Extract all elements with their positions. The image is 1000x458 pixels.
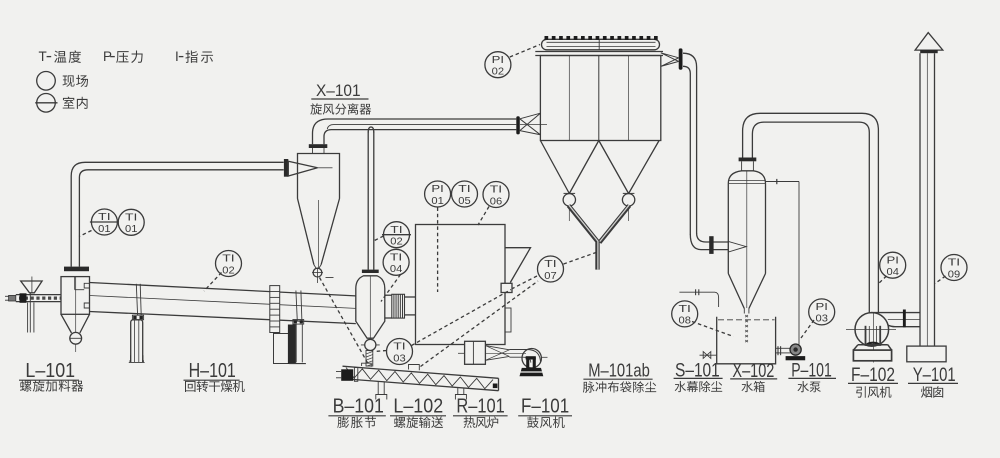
svg-text:S–101: S–101 <box>675 360 720 381</box>
svg-text:08: 08 <box>679 315 692 327</box>
svg-text:PI: PI <box>816 301 828 313</box>
svg-text:06: 06 <box>490 195 503 207</box>
svg-text:03: 03 <box>816 313 829 325</box>
svg-text:L–102: L–102 <box>393 395 443 418</box>
svg-text:I: I <box>175 49 179 64</box>
svg-text:L–101: L–101 <box>25 359 75 382</box>
svg-text:04: 04 <box>390 263 403 275</box>
svg-text:04: 04 <box>887 266 900 278</box>
svg-text:B–101: B–101 <box>333 395 384 418</box>
svg-text:P: P <box>103 49 112 64</box>
svg-text:01: 01 <box>98 223 111 235</box>
svg-text:TI: TI <box>390 252 402 264</box>
svg-text:H–101: H–101 <box>189 359 236 382</box>
svg-text:PI: PI <box>431 183 443 195</box>
svg-text:TI: TI <box>679 303 691 315</box>
svg-text:TI: TI <box>390 224 402 236</box>
svg-text:TI: TI <box>458 183 470 195</box>
svg-text:PI: PI <box>492 54 504 66</box>
svg-text:TI: TI <box>490 184 502 196</box>
svg-text:P–101: P–101 <box>791 360 832 381</box>
svg-text:TI: TI <box>222 253 234 265</box>
svg-text:02: 02 <box>492 66 505 78</box>
svg-text:X–101: X–101 <box>316 81 361 100</box>
svg-text:TI: TI <box>544 258 556 270</box>
svg-text:X–102: X–102 <box>732 361 774 382</box>
svg-text:T: T <box>39 49 47 64</box>
svg-text:02: 02 <box>222 264 235 276</box>
svg-text:01: 01 <box>125 223 138 235</box>
svg-text:02: 02 <box>390 236 403 248</box>
svg-text:M–101ab: M–101ab <box>588 360 650 381</box>
svg-text:TI: TI <box>98 211 110 223</box>
svg-text:PI: PI <box>887 254 899 266</box>
svg-text:01: 01 <box>431 195 444 207</box>
svg-text:R–101: R–101 <box>456 395 504 418</box>
svg-text:F–102: F–102 <box>851 365 895 386</box>
svg-text:09: 09 <box>948 268 961 280</box>
svg-text:F–101: F–101 <box>521 395 569 418</box>
svg-text:TI: TI <box>948 257 960 269</box>
svg-text:TI: TI <box>393 341 405 353</box>
svg-text:03: 03 <box>393 352 406 364</box>
svg-text:Y–101: Y–101 <box>913 365 956 386</box>
svg-text:07: 07 <box>544 270 557 282</box>
svg-text:TI: TI <box>125 212 137 224</box>
svg-text:05: 05 <box>458 195 471 207</box>
